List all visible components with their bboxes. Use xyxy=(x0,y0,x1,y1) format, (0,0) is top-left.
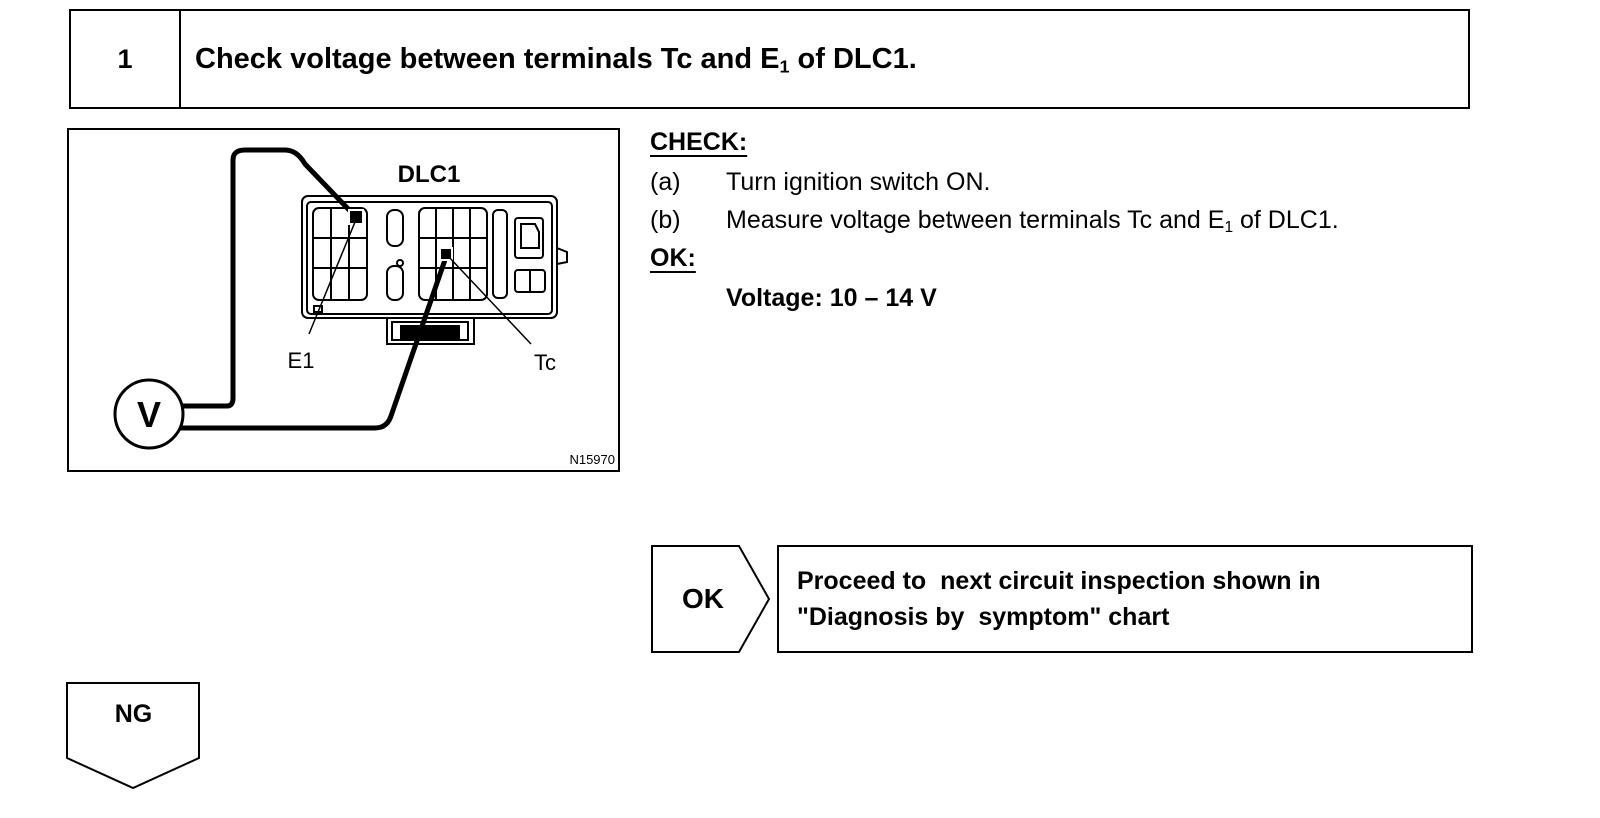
terminal-e1-label: E1 xyxy=(288,348,315,373)
check-step-text: Turn ignition switch ON. xyxy=(726,168,991,196)
ng-result-tag: NG xyxy=(66,682,201,790)
dlc1-connector-illustration: V DLC1 E1 Tc N15970 xyxy=(113,147,615,467)
step-header: 1 Check voltage between terminals Tc and… xyxy=(69,9,1470,109)
step-title: Check voltage between terminals Tc and E… xyxy=(195,42,917,76)
ok-arrow-shape xyxy=(651,545,771,653)
check-heading: CHECK: xyxy=(650,128,748,156)
dlc1-diagram: V DLC1 E1 Tc N15970 xyxy=(67,128,620,472)
ng-arrow-shape xyxy=(66,682,200,790)
meter-symbol: V xyxy=(137,394,161,435)
connector-label: DLC1 xyxy=(398,161,461,188)
figure-code: N15970 xyxy=(569,452,615,467)
ok-result-label: OK xyxy=(682,583,724,614)
ok-result-box: Proceed to next circuit inspection shown… xyxy=(777,545,1473,653)
voltage-spec: Voltage: 10 – 14 V xyxy=(726,284,937,312)
step-number: 1 xyxy=(71,11,181,107)
check-step-label: (b) xyxy=(650,206,681,234)
check-step-a: (a) Turn ignition switch ON. xyxy=(650,168,990,197)
ng-result-label: NG xyxy=(114,700,153,728)
terminal-tc-label: Tc xyxy=(534,350,556,375)
check-step-label: (a) xyxy=(650,168,681,196)
ok-result-line1: Proceed to next circuit inspection shown… xyxy=(797,567,1321,595)
check-step-b: (b) Measure voltage between terminals Tc … xyxy=(650,206,1339,235)
check-step-text: Measure voltage between terminals Tc and… xyxy=(726,206,1339,236)
ok-heading: OK: xyxy=(650,244,696,272)
ok-result-tag: OK xyxy=(651,545,771,653)
ok-result-line2: "Diagnosis by symptom" chart xyxy=(797,603,1170,631)
